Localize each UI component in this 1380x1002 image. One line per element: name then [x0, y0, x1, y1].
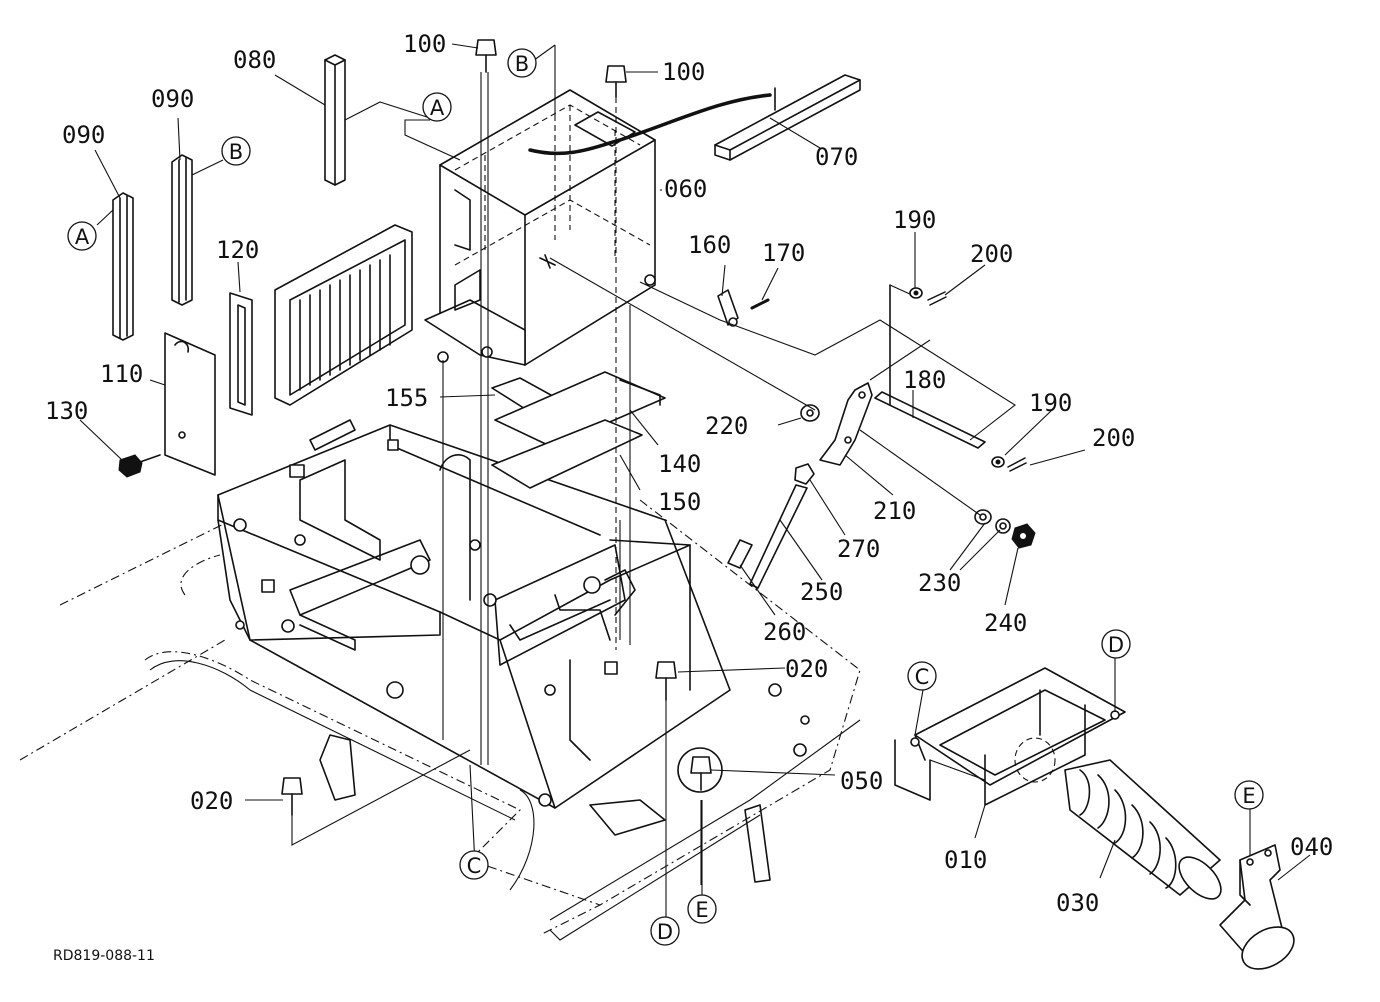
- part-label-090: 090: [151, 85, 194, 113]
- part-label-110: 110: [100, 360, 143, 388]
- sleeve-260: [727, 539, 753, 569]
- part-label-240: 240: [984, 609, 1027, 637]
- part-label-180: 180: [903, 366, 946, 394]
- bar-080: [324, 54, 346, 186]
- battery-box: [424, 89, 656, 366]
- bolt-leader-lines: [442, 72, 631, 765]
- connector-label-C: C: [467, 854, 482, 878]
- gasket-120: [229, 292, 253, 416]
- connector-label-B: B: [229, 140, 243, 164]
- connector-label-B: B: [515, 52, 529, 76]
- part-label-050: 050: [840, 767, 883, 795]
- bolt-020-left: [281, 749, 471, 846]
- washer-190-bottom: [991, 456, 1005, 468]
- part-label-090: 090: [62, 121, 105, 149]
- part-label-230: 230: [918, 569, 961, 597]
- lever-210: [819, 382, 873, 466]
- connector-label-D: D: [657, 920, 673, 944]
- pin-170: [750, 298, 770, 310]
- connector-markers: A A B B C C D D E E: [67, 48, 1264, 946]
- connector-label-A: A: [75, 225, 90, 249]
- pin-200-bottom: [1007, 457, 1027, 472]
- knob-130: [118, 454, 161, 478]
- part-label-210: 210: [873, 497, 916, 525]
- washer-190-top: [909, 287, 923, 299]
- part-label-260: 260: [763, 618, 806, 646]
- connector-label-E: E: [695, 898, 708, 922]
- strip-070: [714, 74, 861, 161]
- part-label-030: 030: [1056, 889, 1099, 917]
- rod-250: [749, 484, 808, 589]
- washer-220: [800, 404, 820, 422]
- linkage-lines: [549, 257, 1016, 516]
- chassis-frame: [217, 419, 810, 883]
- part-label-155: 155: [385, 384, 428, 412]
- part-label-250: 250: [800, 578, 843, 606]
- seal-090-right: [171, 154, 193, 306]
- rod-180: [874, 284, 986, 449]
- part-label-080: 080: [233, 46, 276, 74]
- part-label-220: 220: [705, 412, 748, 440]
- part-label-160: 160: [688, 231, 731, 259]
- part-label-190: 190: [1029, 389, 1072, 417]
- bolt-020-center: [655, 661, 677, 720]
- floor-outline: [19, 499, 861, 941]
- part-label-040: 040: [1290, 833, 1333, 861]
- air-filter: [274, 224, 413, 406]
- connector-label-A: A: [430, 96, 445, 120]
- bolt-100-left: [475, 39, 497, 73]
- part-label-130: 130: [45, 397, 88, 425]
- duct-040: [1219, 844, 1295, 970]
- connector-label-C: C: [915, 665, 930, 689]
- part-labels: 010 020 020 030 040 050 060 070 080 090 …: [45, 30, 1333, 917]
- plate-150: [491, 419, 643, 489]
- part-label-100: 100: [403, 30, 446, 58]
- connector-label-D: D: [1108, 633, 1124, 657]
- part-label-200: 200: [970, 240, 1013, 268]
- nut-270: [794, 463, 815, 485]
- part-label-100: 100: [662, 58, 705, 86]
- part-label-170: 170: [762, 239, 805, 267]
- pin-200-top: [927, 291, 947, 306]
- part-label-120: 120: [216, 236, 259, 264]
- part-label-070: 070: [815, 143, 858, 171]
- part-label-190: 190: [893, 206, 936, 234]
- plate-140: [494, 371, 666, 448]
- part-label-010: 010: [944, 846, 987, 874]
- part-label-150: 150: [658, 488, 701, 516]
- leader-lines: [79, 43, 1311, 920]
- part-label-060: 060: [664, 175, 707, 203]
- part-label-020: 020: [190, 787, 233, 815]
- link-160: [717, 289, 739, 327]
- bolt-050: [690, 756, 712, 885]
- cover-plate-110: [164, 332, 216, 476]
- nut-240: [1011, 523, 1036, 549]
- bolt-100-right: [605, 65, 627, 98]
- part-label-200: 200: [1092, 424, 1135, 452]
- tray-010: [894, 667, 1126, 806]
- seal-090-left: [112, 192, 134, 341]
- hose-030: [1064, 759, 1222, 900]
- drawing-reference-code: RD819-088-11: [53, 948, 155, 964]
- battery-cable: [528, 93, 772, 156]
- part-label-270: 270: [837, 535, 880, 563]
- part-label-020: 020: [785, 655, 828, 683]
- washers-230: [974, 509, 1011, 534]
- connector-label-E: E: [1242, 784, 1255, 808]
- part-label-140: 140: [658, 450, 701, 478]
